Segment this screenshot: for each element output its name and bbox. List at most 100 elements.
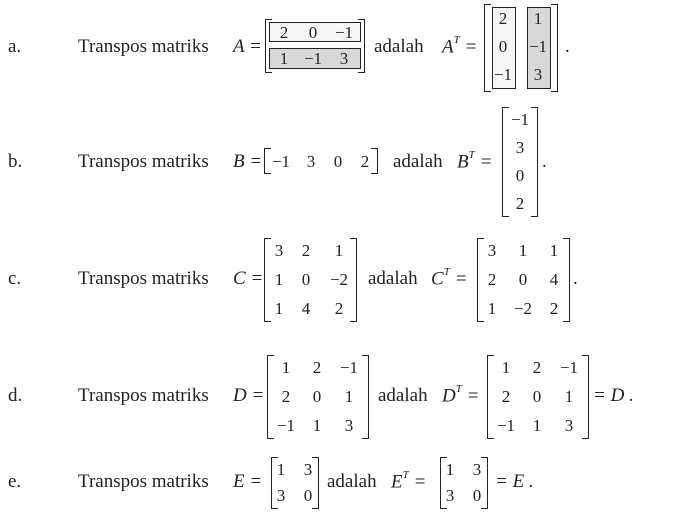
matrix-cell: −1 (303, 49, 323, 68)
matrix-cell: 1 (312, 416, 322, 435)
adalah-text: adalah (368, 268, 418, 289)
matrix-cell: 3 (533, 65, 543, 84)
item-text: Transpos matriks (78, 151, 209, 172)
item-label: d. (8, 385, 23, 406)
matrix-cell: 2 (312, 358, 322, 377)
matrix-cell: 0 (308, 23, 318, 42)
matrix-cell: −1 (528, 37, 548, 56)
transpose-name: BT = (457, 149, 493, 173)
matrix-cell: 2 (549, 299, 559, 318)
transpose-name: DT = (442, 383, 480, 407)
matrix-cell: 1 (344, 387, 354, 406)
item-label: a. (8, 36, 22, 57)
matrix-name: D = (233, 385, 265, 406)
transpose-name: AT = (442, 34, 478, 58)
matrix-E: 1 3 3 0 (271, 457, 319, 509)
matrix-cell: 3 (344, 416, 354, 435)
matrix-name: E = (233, 471, 263, 492)
matrix-cell: −1 (334, 23, 354, 42)
item-label: c. (8, 268, 22, 289)
matrix-cell: 3 (445, 486, 455, 505)
matrix-cell: −1 (271, 152, 291, 171)
matrix-cell: 0 (303, 486, 313, 505)
matrix-cell: 0 (301, 270, 311, 289)
suffix: . (542, 151, 547, 172)
matrix-cell: 2 (501, 387, 511, 406)
matrix-name: A = (233, 36, 262, 57)
matrix-name: C = (233, 268, 264, 289)
transpose-name: ET = (391, 469, 427, 493)
matrix-cell: 0 (472, 486, 482, 505)
matrix-cell: 3 (487, 241, 497, 260)
adalah-text: adalah (374, 36, 424, 57)
item-label: e. (8, 471, 22, 492)
matrix-D: 1 2 −1 2 0 1 −1 1 3 (267, 355, 369, 439)
matrix-cell: 1 (564, 387, 574, 406)
matrix-ET: 1 3 3 0 (440, 457, 488, 509)
matrix-cell: 0 (333, 152, 343, 171)
suffix: . (573, 268, 578, 289)
adalah-text: adalah (327, 471, 377, 492)
matrix-cell: 2 (279, 23, 289, 42)
item-text: Transpos matriks (78, 385, 209, 406)
item-label: b. (8, 151, 23, 172)
matrix-CT: 3 1 1 2 0 4 1 −2 2 (477, 238, 570, 322)
matrix-C: 3 2 1 1 0 −2 1 4 2 (264, 238, 357, 322)
item-text: Transpos matriks (78, 268, 209, 289)
matrix-cell: −1 (493, 65, 513, 84)
matrix-cell: 4 (549, 270, 559, 289)
matrix-AT: 2 1 0 −1 −1 3 (484, 4, 558, 92)
matrix-cell: 3 (339, 49, 349, 68)
matrix-cell: 3 (306, 152, 316, 171)
matrix-cell: 2 (515, 194, 525, 213)
matrix-cell: 0 (498, 37, 508, 56)
matrix-cell: 1 (533, 9, 543, 28)
matrix-cell: 3 (564, 416, 574, 435)
adalah-text: adalah (393, 151, 443, 172)
matrix-cell: 1 (549, 241, 559, 260)
matrix-cell: 0 (312, 387, 322, 406)
item-text: Transpos matriks (78, 471, 209, 492)
adalah-text: adalah (378, 385, 428, 406)
matrix-cell: 2 (487, 270, 497, 289)
matrix-cell: −1 (559, 358, 579, 377)
matrix-cell: 1 (274, 270, 284, 289)
matrix-DT: 1 2 −1 2 0 1 −1 1 3 (487, 355, 589, 439)
matrix-cell: 2 (532, 358, 542, 377)
suffix: = D . (593, 385, 634, 406)
matrix-cell: 3 (515, 138, 525, 157)
matrix-cell: 1 (518, 241, 528, 260)
matrix-cell: −2 (513, 299, 533, 318)
matrix-cell: 0 (532, 387, 542, 406)
matrix-cell: 1 (281, 358, 291, 377)
matrix-cell: 3 (472, 460, 482, 479)
matrix-BT: −1 3 0 2 (502, 107, 538, 217)
matrix-cell: 2 (360, 152, 370, 171)
matrix-cell: 1 (532, 416, 542, 435)
matrix-cell: 0 (518, 270, 528, 289)
matrix-B: −1 3 0 2 (264, 148, 378, 174)
matrix-cell: 3 (274, 241, 284, 260)
matrix-cell: −1 (496, 416, 516, 435)
matrix-cell: 1 (445, 460, 455, 479)
suffix: . (565, 36, 570, 57)
matrix-name: B = (233, 151, 263, 172)
matrix-cell: 3 (303, 460, 313, 479)
matrix-cell: 2 (498, 9, 508, 28)
matrix-cell: 1 (279, 49, 289, 68)
matrix-cell: −1 (339, 358, 359, 377)
matrix-cell: 1 (487, 299, 497, 318)
matrix-cell: 2 (301, 241, 311, 260)
matrix-cell: 0 (515, 166, 525, 185)
matrix-A: 2 0 −1 1 −1 3 (265, 19, 365, 73)
matrix-cell: −1 (276, 416, 296, 435)
matrix-cell: −1 (510, 110, 530, 129)
transpose-name: CT = (431, 266, 468, 290)
matrix-cell: 4 (301, 299, 311, 318)
matrix-cell: 1 (274, 299, 284, 318)
item-text: Transpos matriks (78, 36, 209, 57)
matrix-cell: −2 (329, 270, 349, 289)
matrix-cell: 2 (281, 387, 291, 406)
matrix-cell: 2 (334, 299, 344, 318)
suffix: = E . (495, 471, 534, 492)
